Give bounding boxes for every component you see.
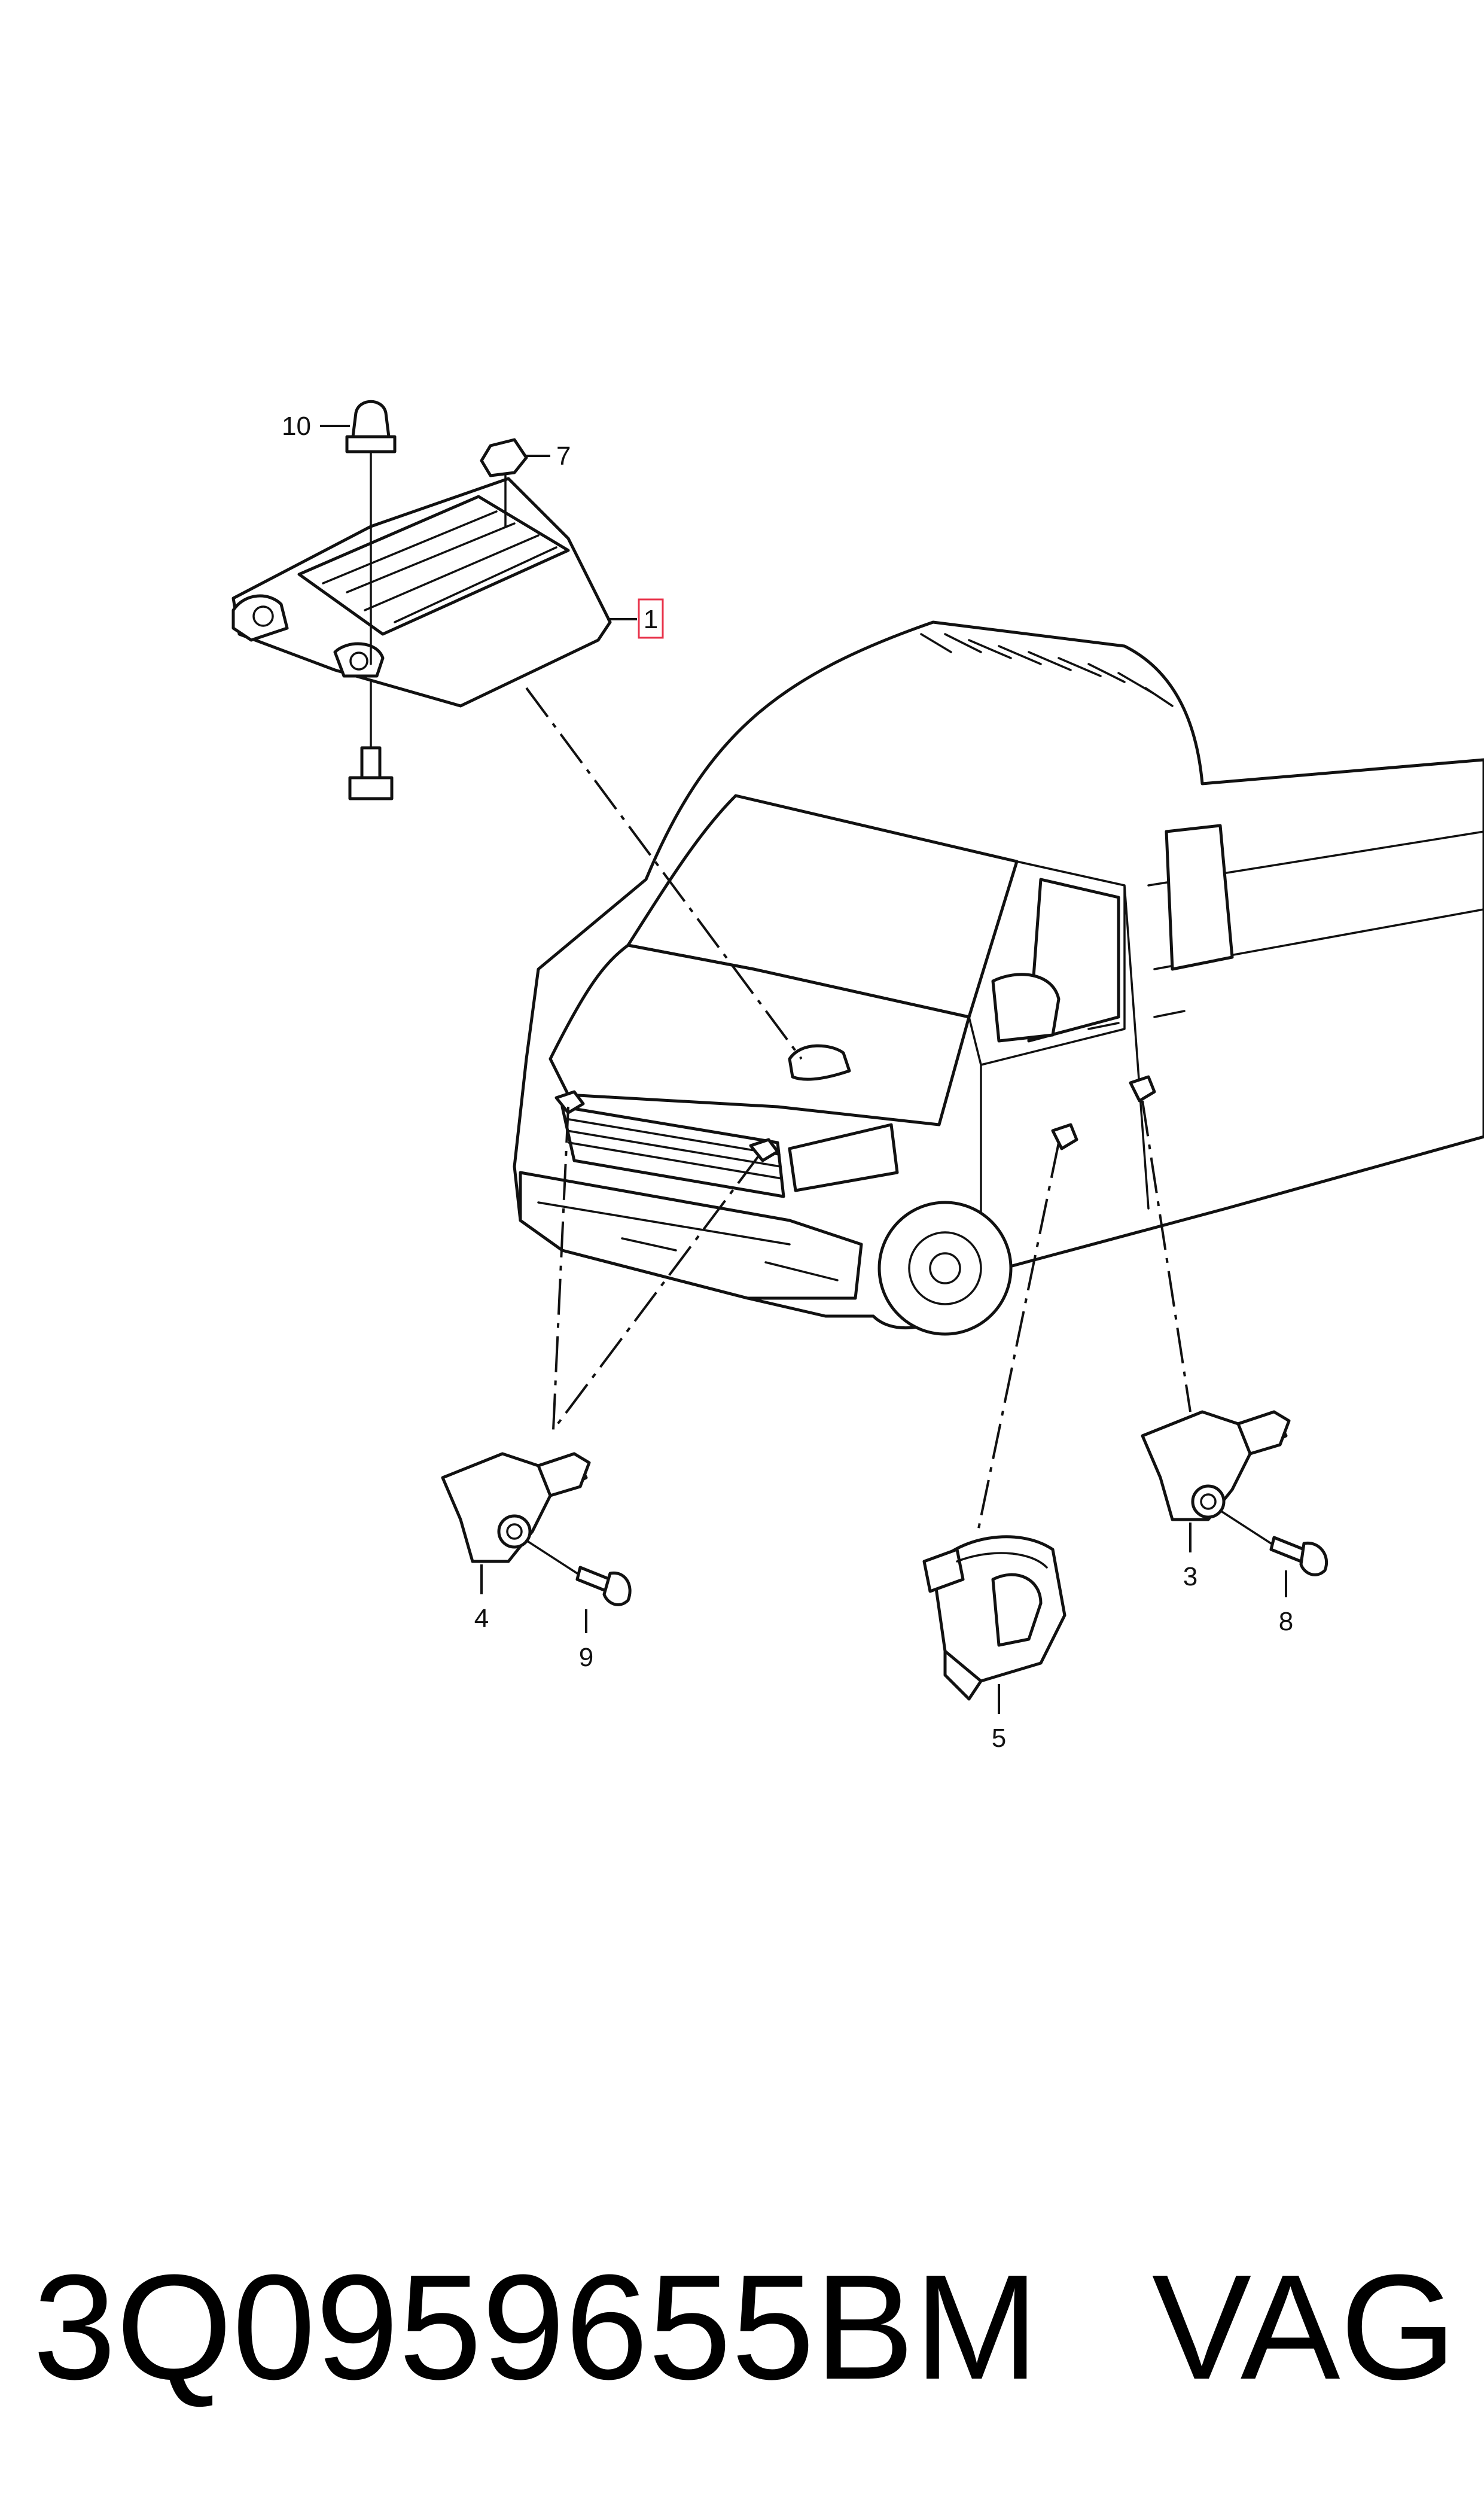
- screw-lower: [348, 681, 394, 800]
- sensor-4-connector: [537, 1452, 591, 1497]
- van-door-lines: [968, 830, 1484, 1275]
- bolt-10-head: [345, 435, 397, 453]
- control-unit-hole-front: [349, 651, 368, 671]
- screw-8: [1219, 1509, 1328, 1576]
- sensor-3-eye: [1191, 1484, 1226, 1519]
- van-windshield: [626, 794, 1019, 1019]
- van-wheel: [877, 1201, 1013, 1336]
- crash-sensor-4: [441, 1452, 591, 1563]
- mount-point-control-unit: [788, 1044, 851, 1081]
- part-5-inner: [991, 1573, 1043, 1647]
- caption-bar: 3Q0959655BM VAG: [33, 2237, 1456, 2417]
- callout-7: 7: [556, 442, 571, 471]
- bolt-10: [345, 400, 397, 665]
- part-5-base: [943, 1649, 983, 1701]
- control-unit-top: [297, 495, 570, 636]
- leader-control-unit: [525, 687, 803, 1060]
- part-5: [922, 1535, 1066, 1701]
- part-5-mount: [922, 1548, 965, 1593]
- van-wheel-hub: [908, 1231, 982, 1305]
- van-bumper: [519, 1171, 863, 1300]
- van-illustration: [513, 620, 1484, 1336]
- van-handles: [1087, 1010, 1186, 1030]
- screw-8-shank: [1269, 1536, 1306, 1563]
- sensor-4-eye-hole: [506, 1523, 523, 1540]
- van-wheel-center: [929, 1252, 961, 1284]
- leader-part-5: [977, 1142, 1060, 1532]
- sensor-4-eye: [497, 1514, 532, 1549]
- leader-sensor-3: [1141, 1100, 1192, 1412]
- bolt-10-shape: [351, 400, 391, 439]
- bumper-lines: [537, 1201, 839, 1281]
- crash-sensor-3: [1141, 1410, 1291, 1521]
- part-5-ring: [956, 1552, 1048, 1569]
- screw-9-head: [602, 1571, 632, 1606]
- screw-lower-shank: [360, 746, 382, 780]
- nut-7: [480, 438, 528, 528]
- sensor-3-connector: [1236, 1410, 1291, 1456]
- parts-diagram: 1 10 7 4 9 5 3 8: [231, 400, 1484, 1753]
- airbag-control-unit: [231, 477, 612, 708]
- callout-5: 5: [992, 1724, 1006, 1753]
- van-headlight: [788, 1123, 899, 1192]
- screw-8-axis: [1219, 1509, 1272, 1545]
- leader-sensor-4-left: [552, 1106, 569, 1430]
- callout-1-box: [638, 598, 664, 639]
- control-unit-foot: [333, 642, 385, 678]
- nut-7-shape: [480, 438, 528, 477]
- callouts: 1 10 7 4 9 5 3 8: [282, 412, 1293, 1753]
- callout-4: 4: [474, 1604, 489, 1633]
- screw-8-head: [1299, 1541, 1328, 1576]
- van-rear-window: [1165, 824, 1234, 971]
- control-unit-hole-left: [252, 605, 274, 627]
- callout-10: 10: [282, 412, 311, 441]
- control-unit-top-ribs: [322, 510, 557, 623]
- mount-point-side: [1129, 1075, 1156, 1103]
- control-unit-flange: [231, 594, 289, 642]
- van-mirror: [991, 973, 1061, 1043]
- screw-9: [525, 1539, 632, 1606]
- part-number: 3Q0959655BM: [33, 2243, 1039, 2410]
- screw-lower-head: [348, 776, 394, 800]
- roof-ribs: [920, 633, 1174, 707]
- mount-point-front-left: [554, 1090, 585, 1115]
- callout-8: 8: [1279, 1607, 1293, 1636]
- callout-3: 3: [1183, 1562, 1197, 1591]
- leader-lines: [525, 687, 1192, 1532]
- screw-9-axis: [525, 1539, 578, 1575]
- callout-1: 1: [644, 605, 658, 634]
- sensor-3-eye-hole: [1200, 1493, 1217, 1510]
- callout-9: 9: [579, 1643, 593, 1672]
- brand-name: VAG: [1151, 2243, 1456, 2410]
